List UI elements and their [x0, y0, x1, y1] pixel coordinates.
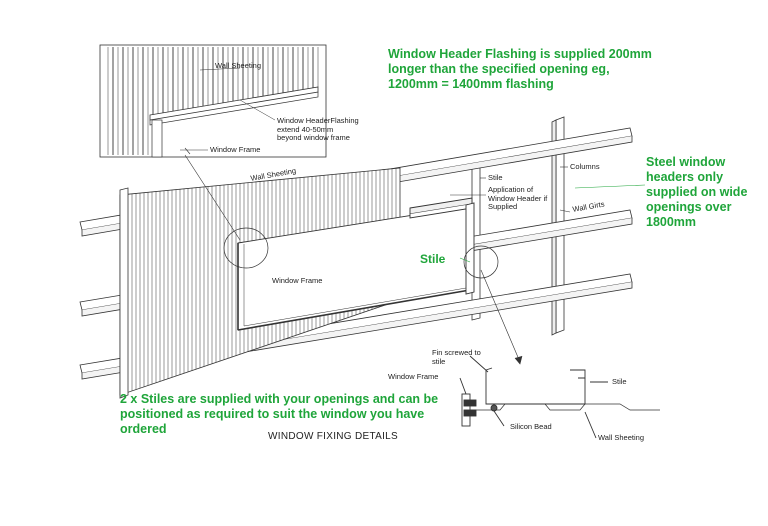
label-fin-screwed: Fin screwed to stile [432, 348, 481, 366]
note-header-flashing: Window Header Flashing is supplied 200mm… [388, 47, 652, 91]
label-columns: Columns [570, 162, 600, 171]
label-stile-main: Stile [488, 173, 503, 182]
label-application-header: Application of Window Header if Supplied [488, 185, 548, 212]
note-stile: Stile [420, 252, 446, 266]
label-window-frame-detail: Window Frame [210, 145, 261, 154]
note-steel-headers: Steel window headers only supplied on wi… [646, 155, 748, 229]
diagram-title: WINDOW FIXING DETAILS [268, 431, 399, 442]
corrugation-ribs [131, 168, 397, 391]
inset-sheeting-ribs [107, 47, 319, 155]
window-opening [223, 197, 499, 331]
section-detail [459, 355, 660, 439]
detail-inset [99, 44, 327, 158]
label-window-frame-section: Window Frame [388, 372, 439, 381]
leader-lines [184, 147, 646, 365]
label-wall-sheeting-detail: Wall Sheeting [215, 61, 261, 70]
label-window-frame-main: Window Frame [272, 276, 323, 285]
label-silicon-bead: Silicon Bead [510, 422, 552, 431]
label-window-header-flashing: Window HeaderFlashing extend 40-50mm bey… [277, 116, 359, 143]
label-stile-section: Stile [612, 377, 627, 386]
note-stiles-supplied: 2 x Stiles are supplied with your openin… [120, 392, 439, 436]
label-wall-sheeting-section: Wall Sheeting [598, 433, 644, 442]
